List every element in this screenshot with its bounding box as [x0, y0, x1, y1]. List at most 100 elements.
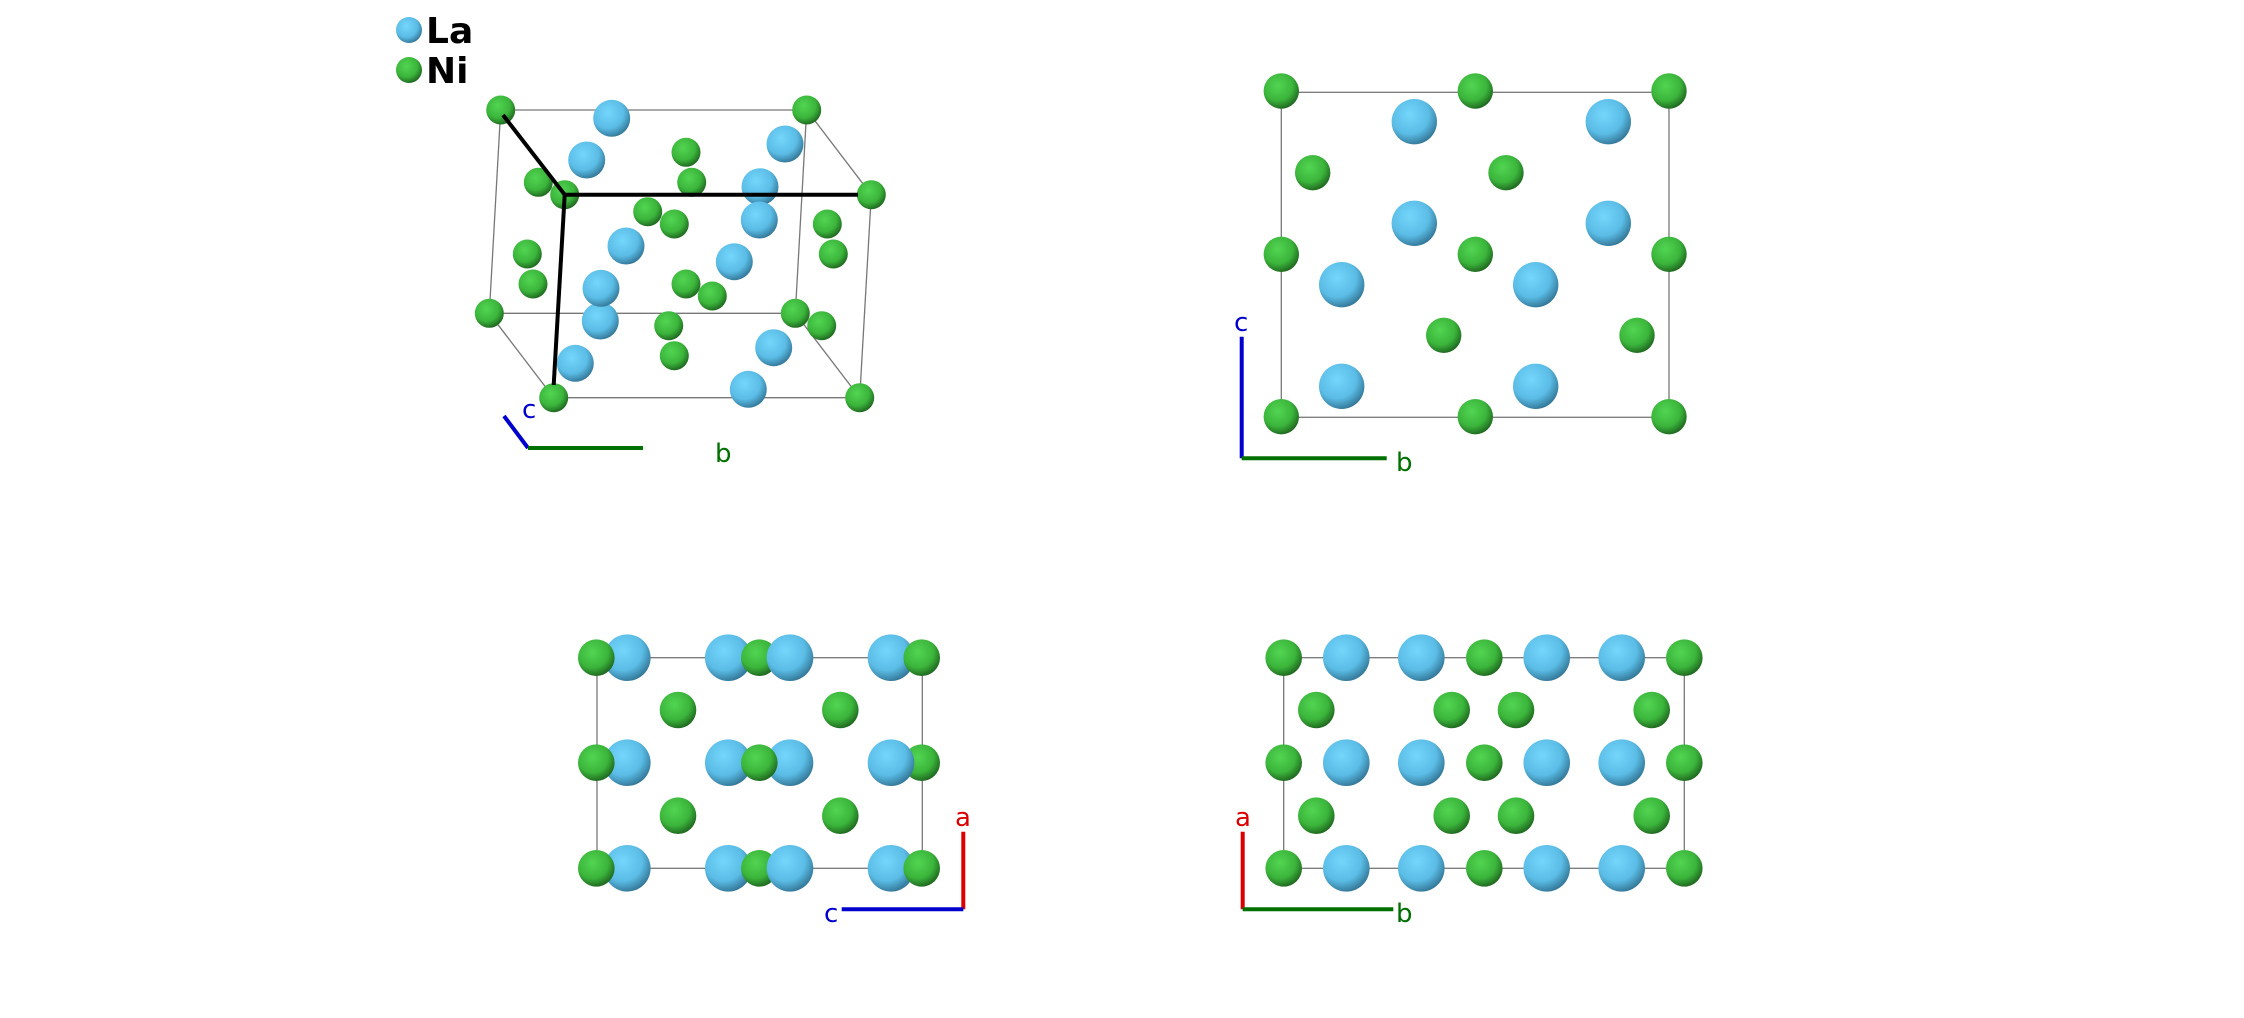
- ni-atom: [539, 383, 569, 413]
- ni-atom: [659, 797, 697, 834]
- ni-atom: [1466, 639, 1503, 676]
- ni-atom: [671, 269, 701, 299]
- ni-atom: [856, 180, 886, 210]
- la-atom: [581, 302, 619, 340]
- ni-atom: [633, 197, 663, 227]
- ni-atom: [1263, 73, 1300, 109]
- ni-atom: [1666, 850, 1703, 887]
- ni-atom: [1298, 797, 1335, 834]
- la-atom: [755, 329, 793, 367]
- la-atom: [705, 845, 752, 892]
- ni-atom: [1466, 744, 1503, 781]
- ni-atom: [1666, 744, 1703, 781]
- ni-atom: [654, 311, 684, 341]
- la-atom: [604, 739, 651, 786]
- unit-cell-outline: [488, 109, 872, 399]
- la-atom: [556, 344, 594, 382]
- ni-legend-swatch-icon: [396, 57, 422, 83]
- axis-label-b: b: [715, 439, 732, 469]
- ni-atom: [1651, 73, 1687, 109]
- ni-atom: [677, 167, 707, 197]
- atoms: [1265, 634, 1703, 892]
- la-atom: [593, 99, 631, 137]
- legend: La Ni: [396, 11, 473, 92]
- ni-atom: [1488, 155, 1524, 191]
- ni-atom: [807, 311, 837, 341]
- ni-atom: [741, 850, 778, 887]
- la-atom: [1391, 200, 1438, 246]
- axis-label-a: a: [955, 803, 971, 833]
- ni-atom: [1457, 399, 1494, 435]
- ni-atom: [1265, 744, 1302, 781]
- la-atom: [1319, 363, 1365, 409]
- highlighted-cell-edges: [501, 113, 858, 386]
- legend-label-la: La: [426, 11, 473, 52]
- ni-atom: [845, 383, 875, 413]
- ni-atom: [1263, 399, 1300, 435]
- ni-atom: [578, 850, 615, 887]
- ni-atom: [523, 167, 553, 197]
- la-atom: [1398, 739, 1445, 786]
- la-atom: [715, 243, 753, 281]
- ni-atom: [1497, 797, 1535, 834]
- la-atom: [604, 845, 651, 892]
- axis-label-b: b: [1396, 899, 1413, 929]
- atoms: [1263, 73, 1687, 435]
- la-atom: [1323, 739, 1370, 786]
- axis-indicator: c b: [1234, 308, 1413, 478]
- la-atom: [1523, 845, 1570, 892]
- la-atom: [729, 370, 767, 408]
- ni-atom: [741, 639, 778, 676]
- ni-atom: [1651, 236, 1687, 272]
- ni-atom: [1633, 691, 1670, 729]
- la-atom: [1523, 634, 1570, 681]
- la-atom: [1323, 634, 1370, 681]
- la-atom: [1398, 634, 1445, 681]
- axis-label-c: c: [824, 899, 838, 929]
- ni-atom: [671, 137, 701, 167]
- ni-atom: [822, 691, 859, 729]
- ni-atom: [1265, 639, 1302, 676]
- ni-atom: [578, 744, 615, 781]
- la-atom: [705, 634, 752, 681]
- ni-atom: [780, 298, 810, 328]
- la-atom: [1391, 99, 1438, 145]
- axis-indicator: c b: [502, 395, 732, 469]
- ni-atom: [818, 239, 848, 269]
- ni-atom: [474, 298, 504, 328]
- ni-atom: [1666, 639, 1703, 676]
- la-atom: [766, 739, 814, 786]
- ni-atom: [1433, 797, 1470, 834]
- ni-atom: [792, 95, 822, 125]
- ni-atom: [903, 850, 940, 887]
- ni-atom: [741, 744, 778, 781]
- la-atom: [604, 634, 651, 681]
- la-atom: [1598, 739, 1645, 786]
- axis-indicator: a c: [824, 803, 971, 929]
- panel-view-bc: c b: [1234, 73, 1687, 478]
- ni-atom: [812, 209, 842, 239]
- ni-atom: [578, 639, 615, 676]
- la-atom: [1585, 200, 1632, 246]
- la-atom: [1585, 99, 1632, 145]
- la-atom: [867, 845, 915, 892]
- la-atom: [867, 739, 915, 786]
- la-atom: [607, 227, 645, 265]
- ni-atom: [1295, 155, 1331, 191]
- la-atom: [1319, 262, 1365, 308]
- ni-atom: [1263, 236, 1300, 272]
- ni-atom: [697, 281, 727, 311]
- ni-atom: [1651, 399, 1687, 435]
- axis-label-b: b: [1396, 448, 1413, 478]
- panel-view-ac: a c: [578, 634, 971, 929]
- la-atom: [1523, 739, 1570, 786]
- la-atom: [1323, 845, 1370, 892]
- axis-indicator: a b: [1235, 803, 1413, 929]
- ni-atom: [822, 797, 859, 834]
- ni-atom: [518, 269, 548, 299]
- panel-view-ab: a b: [1235, 634, 1703, 929]
- axis-label-c: c: [1234, 308, 1248, 338]
- la-legend-swatch-icon: [396, 17, 422, 43]
- ni-atom: [1298, 691, 1335, 729]
